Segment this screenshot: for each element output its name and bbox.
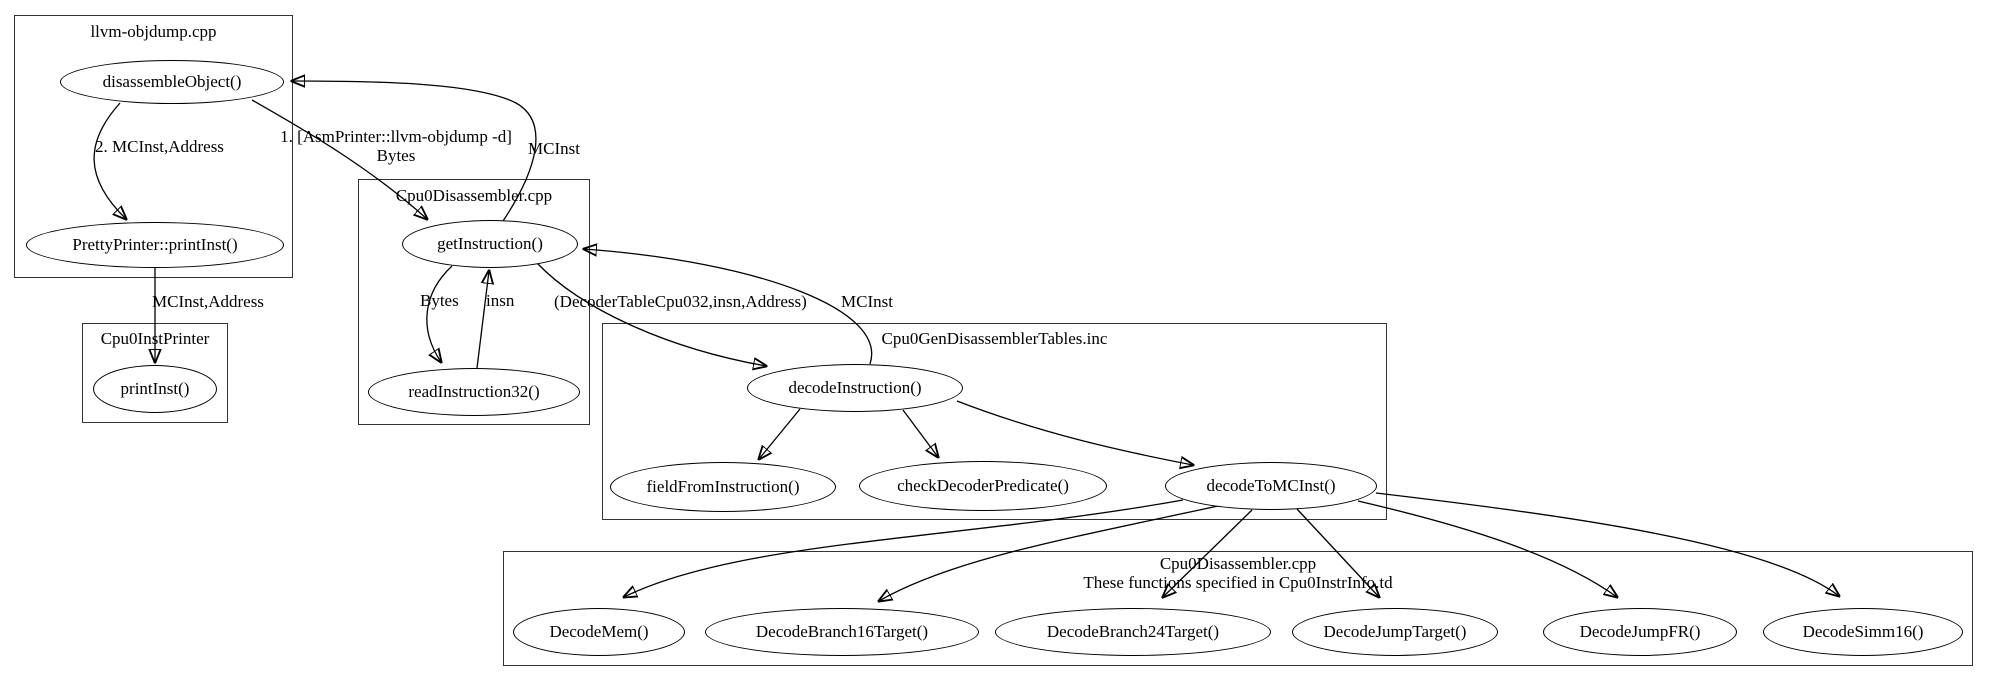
edge-label-bytes: Bytes (420, 291, 459, 310)
edge-readInstruction32-to-getInstruction (476, 271, 489, 369)
node-disassembleObject: disassembleObject() (60, 60, 284, 104)
cluster-llvm-objdump-label: llvm-objdump.cpp (90, 22, 217, 41)
node-prettyPrinterPrintInst: PrettyPrinter::printInst() (26, 222, 284, 268)
cluster-cpu0-disassembler: Cpu0Disassembler.cpp (358, 179, 590, 425)
cluster-gen-disassembler-tables-label: Cpu0GenDisassemblerTables.inc (881, 329, 1108, 348)
edge-label-mcinst-mid: MCInst (841, 292, 893, 311)
node-readInstruction32: readInstruction32() (368, 368, 580, 416)
node-fieldFromInstruction: fieldFromInstruction() (610, 462, 836, 512)
edge-label-mcinst-top: MCInst (528, 139, 580, 158)
edge-label-mcinst-address: MCInst,Address (152, 292, 264, 311)
edge-label-asmprinter: 1. [AsmPrinter::llvm-objdump -d] Bytes (268, 127, 524, 165)
node-printInst: printInst() (93, 365, 217, 413)
node-decodeInstruction: decodeInstruction() (747, 364, 963, 412)
cluster-decode-functions-label-line1: Cpu0Disassembler.cpp (1159, 554, 1317, 573)
edge-label-decoder-table: (DecoderTableCpu032,insn,Address) (554, 292, 807, 311)
edge-decodeToMCInst-to-DecodeJumpTarget (1296, 508, 1379, 597)
edge-decodeToMCInst-to-DecodeBranch16Target (879, 505, 1219, 601)
node-DecodeJumpTarget: DecodeJumpTarget() (1292, 608, 1498, 656)
edge-disassembleObject-to-prettyPrinterPrintInst (93, 102, 126, 219)
edge-decodeInstruction-to-fieldFromInstruction (759, 408, 801, 459)
edge-label-asmprinter-line2: Bytes (376, 146, 416, 165)
edge-decodeToMCInst-to-DecodeJumpFR (1357, 500, 1617, 597)
cluster-gen-disassembler-tables: Cpu0GenDisassemblerTables.inc (602, 323, 1387, 520)
cluster-llvm-objdump: llvm-objdump.cpp (14, 15, 293, 278)
node-decodeToMCInst: decodeToMCInst() (1165, 462, 1377, 510)
edge-decodeToMCInst-to-DecodeBranch24Target (1163, 509, 1253, 597)
edge-decodeInstruction-to-getInstruction (584, 249, 873, 365)
edge-label-mcinst-address-2: 2. MCInst,Address (95, 137, 224, 156)
node-checkDecoderPredicate: checkDecoderPredicate() (859, 461, 1107, 511)
edge-decodeInstruction-to-checkDecoderPredicate (902, 409, 938, 457)
edge-label-insn: insn (486, 291, 515, 310)
edge-decodeInstruction-to-decodeToMCInst (956, 400, 1193, 465)
edge-getInstruction-to-readInstruction32 (426, 265, 453, 362)
edge-getInstruction-to-decodeInstruction (536, 262, 766, 366)
node-DecodeJumpFR: DecodeJumpFR() (1543, 608, 1737, 656)
node-getInstruction: getInstruction() (402, 220, 578, 268)
edge-getInstruction-to-disassembleObject (292, 81, 537, 222)
node-DecodeMem: DecodeMem() (513, 608, 685, 656)
edge-decodeToMCInst-to-DecodeSimm16 (1375, 492, 1839, 596)
node-DecodeSimm16: DecodeSimm16() (1763, 608, 1963, 656)
cluster-cpu0-disassembler-label: Cpu0Disassembler.cpp (395, 186, 553, 205)
node-DecodeBranch24Target: DecodeBranch24Target() (995, 608, 1271, 656)
node-DecodeBranch16Target: DecodeBranch16Target() (705, 608, 979, 656)
edge-disassembleObject-to-getInstruction (251, 99, 427, 219)
edge-label-asmprinter-line1: 1. [AsmPrinter::llvm-objdump -d] (280, 127, 512, 146)
edge-decodeToMCInst-to-DecodeMem (624, 499, 1184, 597)
